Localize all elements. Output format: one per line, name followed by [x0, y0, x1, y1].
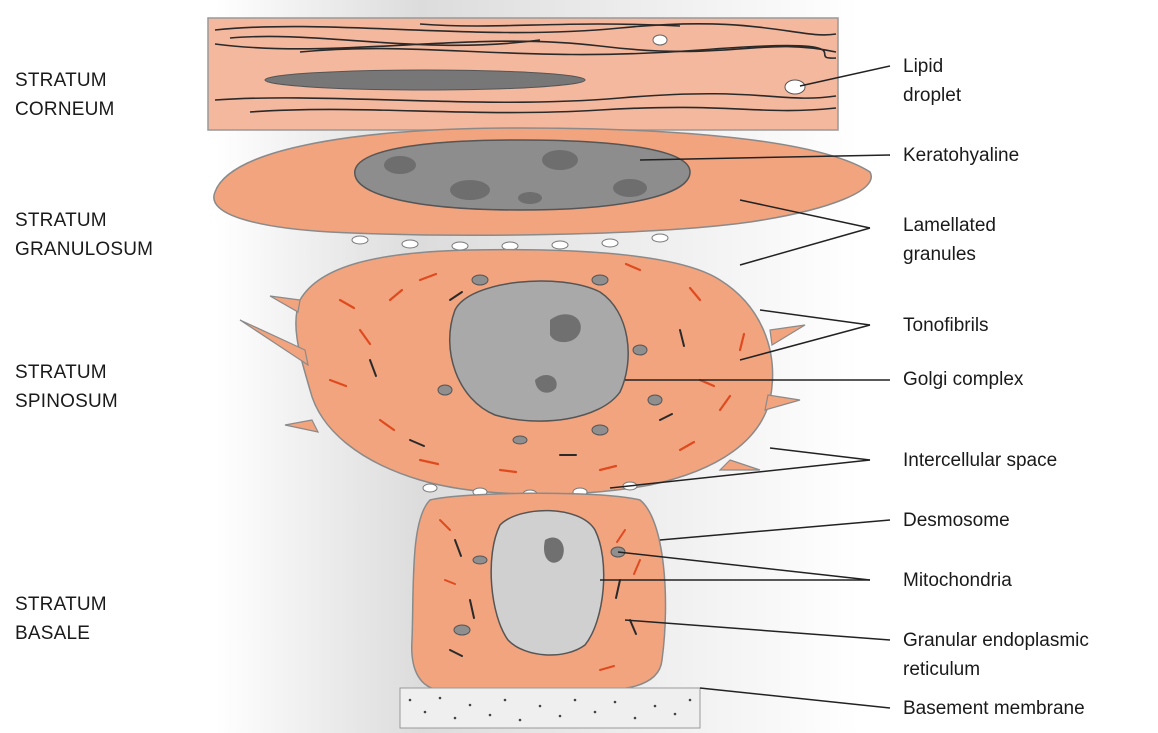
callout-line: Lipid	[903, 52, 961, 81]
basement-membrane	[400, 688, 700, 728]
callout-lamellated-granules: Lamellated granules	[903, 211, 996, 269]
label-line: BASALE	[15, 619, 107, 648]
label-line: SPINOSUM	[15, 387, 118, 416]
label-line: CORNEUM	[15, 95, 115, 124]
callout-granular-er: Granular endoplasmic reticulum	[903, 626, 1089, 684]
callout-line: reticulum	[903, 655, 1089, 684]
callout-desmosome: Desmosome	[903, 506, 1010, 535]
callout-intercellular-space: Intercellular space	[903, 446, 1057, 475]
label-stratum-spinosum: STRATUM SPINOSUM	[15, 358, 118, 416]
granulosum-desmosomes	[352, 234, 668, 250]
callout-mitochondria: Mitochondria	[903, 566, 1012, 595]
callout-line: granules	[903, 240, 996, 269]
lipid-droplet	[785, 80, 805, 94]
callout-keratohyaline: Keratohyaline	[903, 141, 1019, 170]
callout-golgi-complex: Golgi complex	[903, 365, 1023, 394]
callout-lipid-droplet: Lipid droplet	[903, 52, 961, 110]
label-line: GRANULOSUM	[15, 235, 153, 264]
callout-line: Lamellated	[903, 211, 996, 240]
label-line: STRATUM	[15, 358, 118, 387]
label-stratum-basale: STRATUM BASALE	[15, 590, 107, 648]
corneum-flattened-nucleus	[265, 70, 585, 90]
label-stratum-corneum: STRATUM CORNEUM	[15, 66, 115, 124]
basale-nucleus	[491, 511, 604, 655]
label-line: STRATUM	[15, 66, 115, 95]
label-line: STRATUM	[15, 590, 107, 619]
callout-line: Granular endoplasmic	[903, 626, 1089, 655]
callout-tonofibrils: Tonofibrils	[903, 311, 989, 340]
callout-basement-membrane: Basement membrane	[903, 694, 1085, 723]
callout-line: droplet	[903, 81, 961, 110]
label-stratum-granulosum: STRATUM GRANULOSUM	[15, 206, 153, 264]
spinosum-nucleus	[450, 281, 628, 421]
label-line: STRATUM	[15, 206, 153, 235]
